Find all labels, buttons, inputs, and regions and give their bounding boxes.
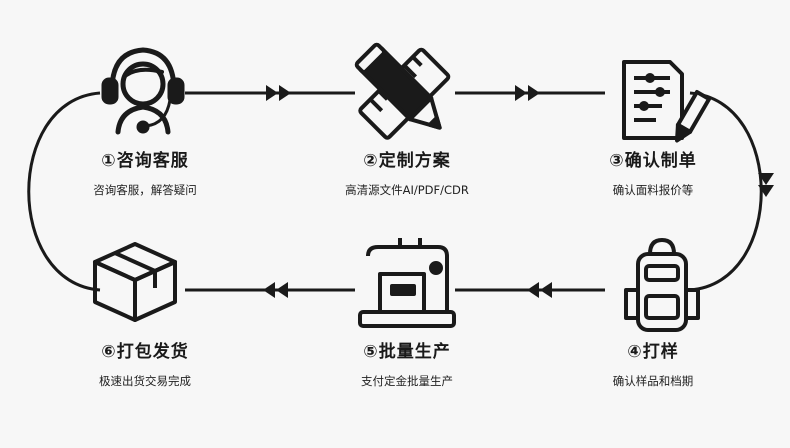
step-title: ②定制方案 bbox=[363, 151, 451, 171]
step-subtitle: 确认面料报价等 bbox=[612, 183, 694, 197]
double-arrow-right-icon bbox=[266, 85, 291, 101]
step-customize: ②定制方案 高清源文件AI/PDF/CDR bbox=[307, 150, 507, 198]
step-title: ①咨询客服 bbox=[101, 151, 189, 171]
step-title: ④打样 bbox=[627, 342, 679, 362]
step-subtitle: 确认样品和档期 bbox=[612, 374, 694, 388]
double-arrow-right-icon bbox=[515, 85, 540, 101]
step-subtitle: 支付定金批量生产 bbox=[361, 374, 453, 388]
step-sample: ④打样 确认样品和档期 bbox=[553, 341, 753, 389]
connector-loop-right bbox=[689, 91, 763, 292]
order-sheet-icon bbox=[622, 60, 712, 143]
package-box-icon bbox=[93, 242, 177, 322]
step-confirm-order: ③确认制单 确认面料报价等 bbox=[553, 150, 753, 198]
step-subtitle: 高清源文件AI/PDF/CDR bbox=[345, 183, 469, 197]
connector-loop-left bbox=[27, 91, 101, 292]
double-arrow-left-icon bbox=[263, 282, 288, 298]
step-subtitle: 咨询客服，解答疑问 bbox=[93, 183, 197, 197]
pencil-ruler-icon bbox=[354, 42, 451, 140]
step-title: ⑥打包发货 bbox=[101, 342, 189, 362]
step-consult: ①咨询客服 咨询客服，解答疑问 bbox=[45, 150, 245, 198]
sewing-machine-icon bbox=[358, 238, 456, 328]
step-title: ③确认制单 bbox=[609, 151, 697, 171]
headset-agent-icon bbox=[101, 47, 185, 135]
double-arrow-left-icon bbox=[527, 282, 552, 298]
step-subtitle: 极速出货交易完成 bbox=[99, 374, 191, 388]
step-ship: ⑥打包发货 极速出货交易完成 bbox=[45, 341, 245, 389]
step-title: ⑤批量生产 bbox=[363, 342, 451, 362]
backpack-icon bbox=[624, 238, 700, 332]
double-arrow-down-icon bbox=[758, 173, 774, 197]
step-mass-production: ⑤批量生产 支付定金批量生产 bbox=[307, 341, 507, 389]
